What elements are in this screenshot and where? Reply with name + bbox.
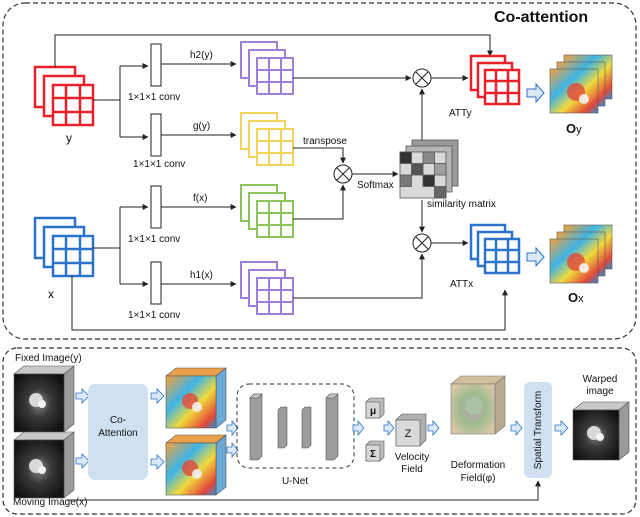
input-x-stack (33, 216, 95, 278)
feature-stack-g (240, 112, 294, 166)
out-x-label: Ox (568, 290, 584, 305)
spatial-transform-block (524, 382, 552, 478)
feature-stack-f (240, 184, 294, 238)
velocity-label-2: Field (401, 464, 423, 475)
feat-f-label: f(x) (193, 193, 207, 204)
input-x-label: x (48, 287, 54, 301)
coattention-block (88, 384, 148, 480)
warped-image-cube (572, 401, 630, 461)
feat-h2-label: h2(y) (190, 50, 213, 61)
mu-label: μ (370, 406, 376, 417)
input-y-stack (33, 65, 95, 127)
arrow-heat2-to-unet (226, 441, 239, 459)
top-panel-title: Co-attention (494, 9, 588, 26)
warped-label-1: Warped (583, 374, 618, 385)
multiply-circle-x (412, 233, 432, 253)
att-x-stack (469, 223, 521, 275)
z-block (395, 413, 427, 447)
attention-heatmap-moving (165, 434, 227, 496)
arrow-coatt-to-heat2 (150, 454, 165, 470)
conv-label-3: 1×1×1 conv (128, 234, 180, 245)
multiply-circle-g-f (333, 164, 353, 184)
conv-label-2: 1×1×1 conv (133, 159, 185, 170)
conv-label-4: 1×1×1 conv (128, 310, 180, 321)
sigma-label: Σ (370, 449, 376, 460)
similarity-matrix (399, 139, 459, 199)
moving-image-cube (13, 431, 75, 499)
att-y-stack (469, 54, 521, 106)
arrow-to-out-x (526, 246, 545, 268)
softmax-label: Softmax (357, 180, 394, 191)
out-y-label: Oy (566, 121, 582, 136)
sigma-block (365, 440, 385, 462)
attention-heatmap-fixed (165, 367, 227, 429)
arrow-to-out-y (526, 82, 545, 104)
transpose-label: transpose (303, 136, 347, 147)
arrow-z-to-deform (427, 419, 440, 437)
top-panel-frame (2, 2, 637, 340)
deformation-field-cube (450, 375, 506, 435)
z-label: Z (405, 428, 412, 440)
velocity-label-1: Velocity (395, 452, 429, 463)
feat-h1-label: h1(x) (190, 270, 213, 281)
arrow-coatt-to-heat1 (150, 388, 165, 404)
bottom-panel-frame (2, 347, 637, 515)
fixed-image-label: Fixed Image(y) (15, 353, 82, 364)
arrow-deform-to-st (510, 419, 523, 437)
conv-label-1: 1×1×1 conv (128, 92, 180, 103)
feature-stack-h1 (240, 261, 294, 315)
feature-stack-h2 (240, 41, 294, 95)
arrow-st-to-warped (554, 420, 569, 436)
mu-block (365, 397, 385, 419)
moving-image-label: Moving Image(x) (13, 497, 87, 508)
spatial-transform-label: Spatial Transform (533, 391, 544, 469)
deformation-label-1: Deformation (451, 460, 505, 471)
output-x-heatmap-stack (549, 224, 613, 284)
arrow-heat1-to-unet (226, 419, 239, 437)
arrow-latent-to-z (383, 419, 395, 437)
multiply-circle-y (412, 68, 432, 88)
similarity-label: similarity matrix (427, 199, 496, 210)
unet-label: U-Net (282, 476, 308, 487)
arrow-fixed-to-coatt (75, 388, 90, 404)
fixed-image-cube (13, 365, 75, 433)
unet-layers (249, 393, 339, 461)
moving-to-spatial-line (66, 480, 541, 501)
arrow-unet-to-latent (352, 419, 365, 437)
coattention-label-2: Attention (98, 428, 137, 439)
warped-label-2: image (586, 386, 614, 397)
att-y-label: ATTy (449, 108, 472, 119)
deformation-label-2: Field(φ) (461, 473, 496, 484)
conv-bars (150, 43, 162, 305)
arrow-moving-to-coatt (75, 453, 90, 469)
output-y-heatmap-stack (549, 54, 613, 114)
feat-g-label: g(y) (193, 121, 210, 132)
att-x-label: ATTx (450, 279, 473, 290)
input-y-label: y (66, 131, 72, 145)
coattention-label-1: Co- (110, 415, 126, 426)
